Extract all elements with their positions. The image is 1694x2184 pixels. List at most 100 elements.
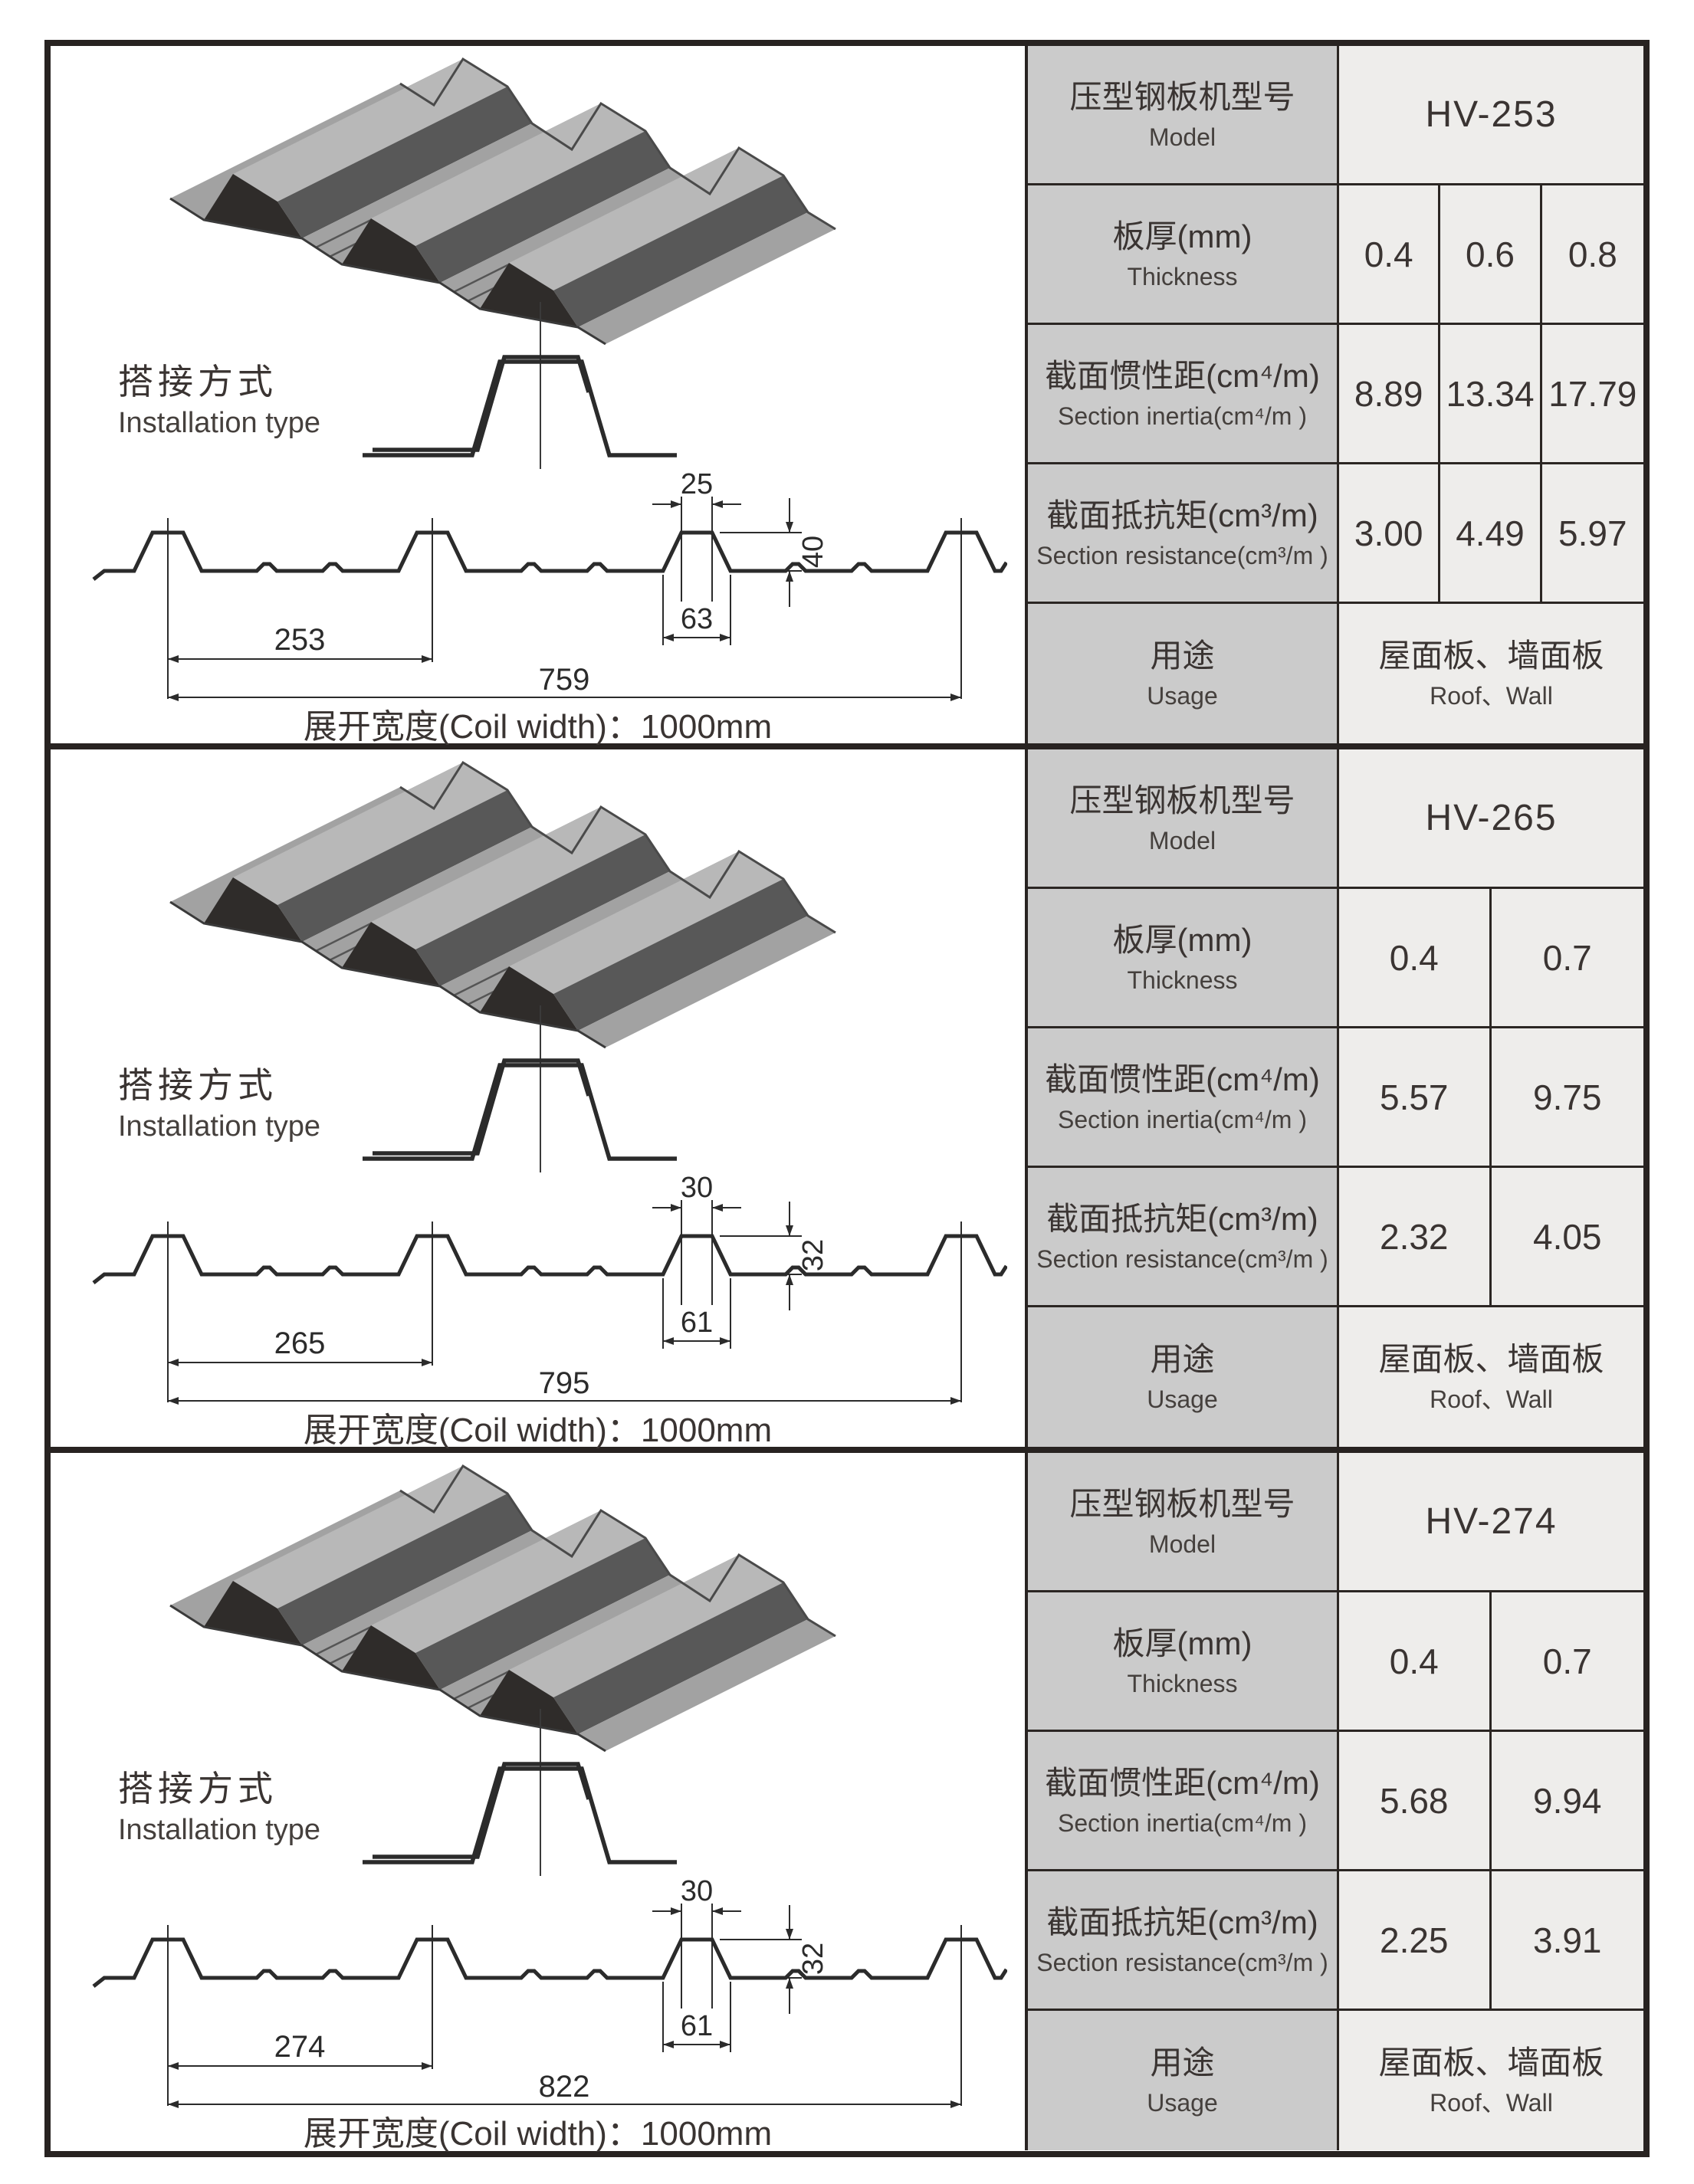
model-label-zh: 压型钢板机型号 — [1069, 1485, 1295, 1522]
overlap-diagram — [363, 1709, 677, 1876]
resistance-value: 2.32 — [1379, 1216, 1449, 1257]
usage-label-zh: 用途 — [1150, 1341, 1215, 1377]
panel-3d-view — [169, 760, 836, 1049]
resistance-value-cell: 4.05 — [1491, 1168, 1643, 1307]
thickness-value: 0.6 — [1466, 234, 1515, 274]
inertia-label-en: Section inertia(cm⁴/m ) — [1058, 1105, 1307, 1133]
overlap-diagram — [363, 1005, 677, 1172]
thickness-value-cell: 0.6 — [1440, 185, 1542, 325]
coil-width-label: 展开宽度(Coil width)：1000mm — [303, 2115, 773, 2153]
thickness-label-zh: 板厚(mm) — [1112, 1625, 1252, 1661]
cross-section-diagram: 25 40 63 253 759 — [92, 468, 1007, 701]
usage-value-cell: 屋面板、墙面板 Roof、Wall — [1339, 1307, 1643, 1447]
resistance-value: 4.05 — [1532, 1216, 1602, 1257]
model-label-cell: 压型钢板机型号 Model — [1028, 749, 1339, 889]
usage-value-en: Roof、Wall — [1430, 682, 1553, 710]
thickness-label-en: Thickness — [1127, 262, 1238, 290]
resistance-value-cell: 5.97 — [1541, 464, 1643, 604]
thickness-label-cell: 板厚(mm) Thickness — [1028, 185, 1339, 325]
resistance-value-cell: 3.91 — [1491, 1871, 1643, 2011]
spec-table-hv274: 压型钢板机型号 Model HV-274 板厚(mm) Thickness 0.… — [1025, 1453, 1643, 2150]
dim-top: 25 — [681, 468, 713, 500]
dim-pitch: 274 — [274, 2030, 326, 2064]
installation-type-en: Installation type — [118, 1814, 321, 1846]
spec-table-hv265: 压型钢板机型号 Model HV-265 板厚(mm) Thickness 0.… — [1025, 749, 1643, 1447]
dim-top: 30 — [681, 1172, 713, 1204]
resistance-label-en: Section resistance(cm³/m ) — [1036, 541, 1328, 569]
model-label-cell: 压型钢板机型号 Model — [1028, 46, 1339, 185]
inertia-label-zh: 截面惯性距(cm⁴/m) — [1045, 1764, 1320, 1801]
resistance-label-zh: 截面抵抗矩(cm³/m) — [1046, 497, 1318, 533]
spec-sheet: 搭接方式 Installation type — [44, 40, 1650, 2157]
inertia-value: 17.79 — [1548, 373, 1637, 414]
thickness-value: 0.7 — [1542, 937, 1592, 978]
inertia-value: 5.57 — [1379, 1077, 1449, 1117]
coil-width-label: 展开宽度(Coil width)：1000mm — [303, 1412, 773, 1449]
usage-label-en: Usage — [1147, 682, 1218, 710]
installation-type-en: Installation type — [118, 407, 321, 439]
resistance-value-cell: 2.25 — [1339, 1871, 1492, 2011]
section-hv274: 搭接方式 Installation type — [51, 1453, 1643, 2153]
resistance-value: 3.00 — [1354, 513, 1423, 553]
thickness-label-cell: 板厚(mm) Thickness — [1028, 889, 1339, 1028]
thickness-value: 0.4 — [1389, 937, 1439, 978]
inertia-value: 8.89 — [1354, 373, 1423, 414]
thickness-value-cell: 0.4 — [1339, 185, 1441, 325]
drawing-pane-1: 搭接方式 Installation type — [51, 46, 1025, 746]
thickness-value-cell: 0.8 — [1541, 185, 1643, 325]
model-value-cell: HV-253 — [1339, 46, 1643, 185]
inertia-label-cell: 截面惯性距(cm⁴/m) Section inertia(cm⁴/m ) — [1028, 1732, 1339, 1871]
inertia-label-en: Section inertia(cm⁴/m ) — [1058, 1809, 1307, 1837]
dim-height: 32 — [797, 1239, 829, 1271]
usage-value-zh: 屋面板、墙面板 — [1378, 638, 1604, 674]
inertia-value-cell: 17.79 — [1541, 325, 1643, 464]
installation-type-label: 搭接方式 Installation type — [118, 1064, 320, 1145]
usage-value-zh: 屋面板、墙面板 — [1378, 1341, 1604, 1377]
dim-top: 30 — [681, 1875, 713, 1907]
dim-bottom: 61 — [681, 2010, 713, 2042]
resistance-value: 3.91 — [1532, 1920, 1602, 1960]
resistance-label-cell: 截面抵抗矩(cm³/m) Section resistance(cm³/m ) — [1028, 1871, 1339, 2011]
thickness-label-zh: 板厚(mm) — [1112, 218, 1252, 254]
coil-width-label: 展开宽度(Coil width)：1000mm — [303, 708, 773, 746]
installation-type-zh: 搭接方式 — [118, 1769, 277, 1809]
usage-label-cell: 用途 Usage — [1028, 1307, 1339, 1447]
thickness-value-cell: 0.7 — [1491, 1592, 1643, 1732]
thickness-label-zh: 板厚(mm) — [1112, 921, 1252, 958]
resistance-value-cell: 2.32 — [1339, 1168, 1492, 1307]
usage-value-cell: 屋面板、墙面板 Roof、Wall — [1339, 2011, 1643, 2150]
dim-height: 32 — [797, 1943, 829, 1975]
inertia-value: 9.94 — [1532, 1780, 1602, 1821]
inertia-value-cell: 13.34 — [1440, 325, 1542, 464]
cross-section-diagram: 30 32 61 274 822 — [92, 1875, 1007, 2108]
usage-label-en: Usage — [1147, 1385, 1218, 1413]
model-label-zh: 压型钢板机型号 — [1069, 78, 1295, 115]
inertia-value-cell: 9.75 — [1491, 1028, 1643, 1168]
spec-table-hv253: 压型钢板机型号 Model HV-253 板厚(mm) Thickness 0.… — [1025, 46, 1643, 743]
model-label-en: Model — [1148, 123, 1216, 151]
resistance-value: 4.49 — [1456, 513, 1525, 553]
section-hv253: 搭接方式 Installation type — [51, 46, 1643, 749]
resistance-label-cell: 截面抵抗矩(cm³/m) Section resistance(cm³/m ) — [1028, 1168, 1339, 1307]
dim-bottom: 61 — [681, 1307, 713, 1339]
panel-3d-view — [169, 57, 836, 346]
resistance-value: 2.25 — [1379, 1920, 1449, 1960]
dim-bottom: 63 — [681, 603, 713, 635]
resistance-label-cell: 截面抵抗矩(cm³/m) Section resistance(cm³/m ) — [1028, 464, 1339, 604]
resistance-label-en: Section resistance(cm³/m ) — [1036, 1948, 1328, 1976]
model-value-cell: HV-265 — [1339, 749, 1643, 889]
resistance-value: 5.97 — [1558, 513, 1627, 553]
thickness-label-en: Thickness — [1127, 966, 1238, 994]
section-hv265: 搭接方式 Installation type — [51, 749, 1643, 1453]
overlap-diagram — [363, 302, 677, 469]
thickness-value: 0.4 — [1364, 234, 1413, 274]
resistance-label-zh: 截面抵抗矩(cm³/m) — [1046, 1904, 1318, 1940]
resistance-value-cell: 3.00 — [1339, 464, 1441, 604]
dim-height: 40 — [797, 536, 829, 568]
usage-value-zh: 屋面板、墙面板 — [1378, 2045, 1604, 2081]
cross-section-diagram: 30 32 61 265 795 — [92, 1172, 1007, 1405]
resistance-value-cell: 4.49 — [1440, 464, 1542, 604]
usage-label-zh: 用途 — [1150, 638, 1215, 674]
thickness-value: 0.4 — [1389, 1641, 1439, 1681]
panel-3d-view — [169, 1464, 836, 1753]
